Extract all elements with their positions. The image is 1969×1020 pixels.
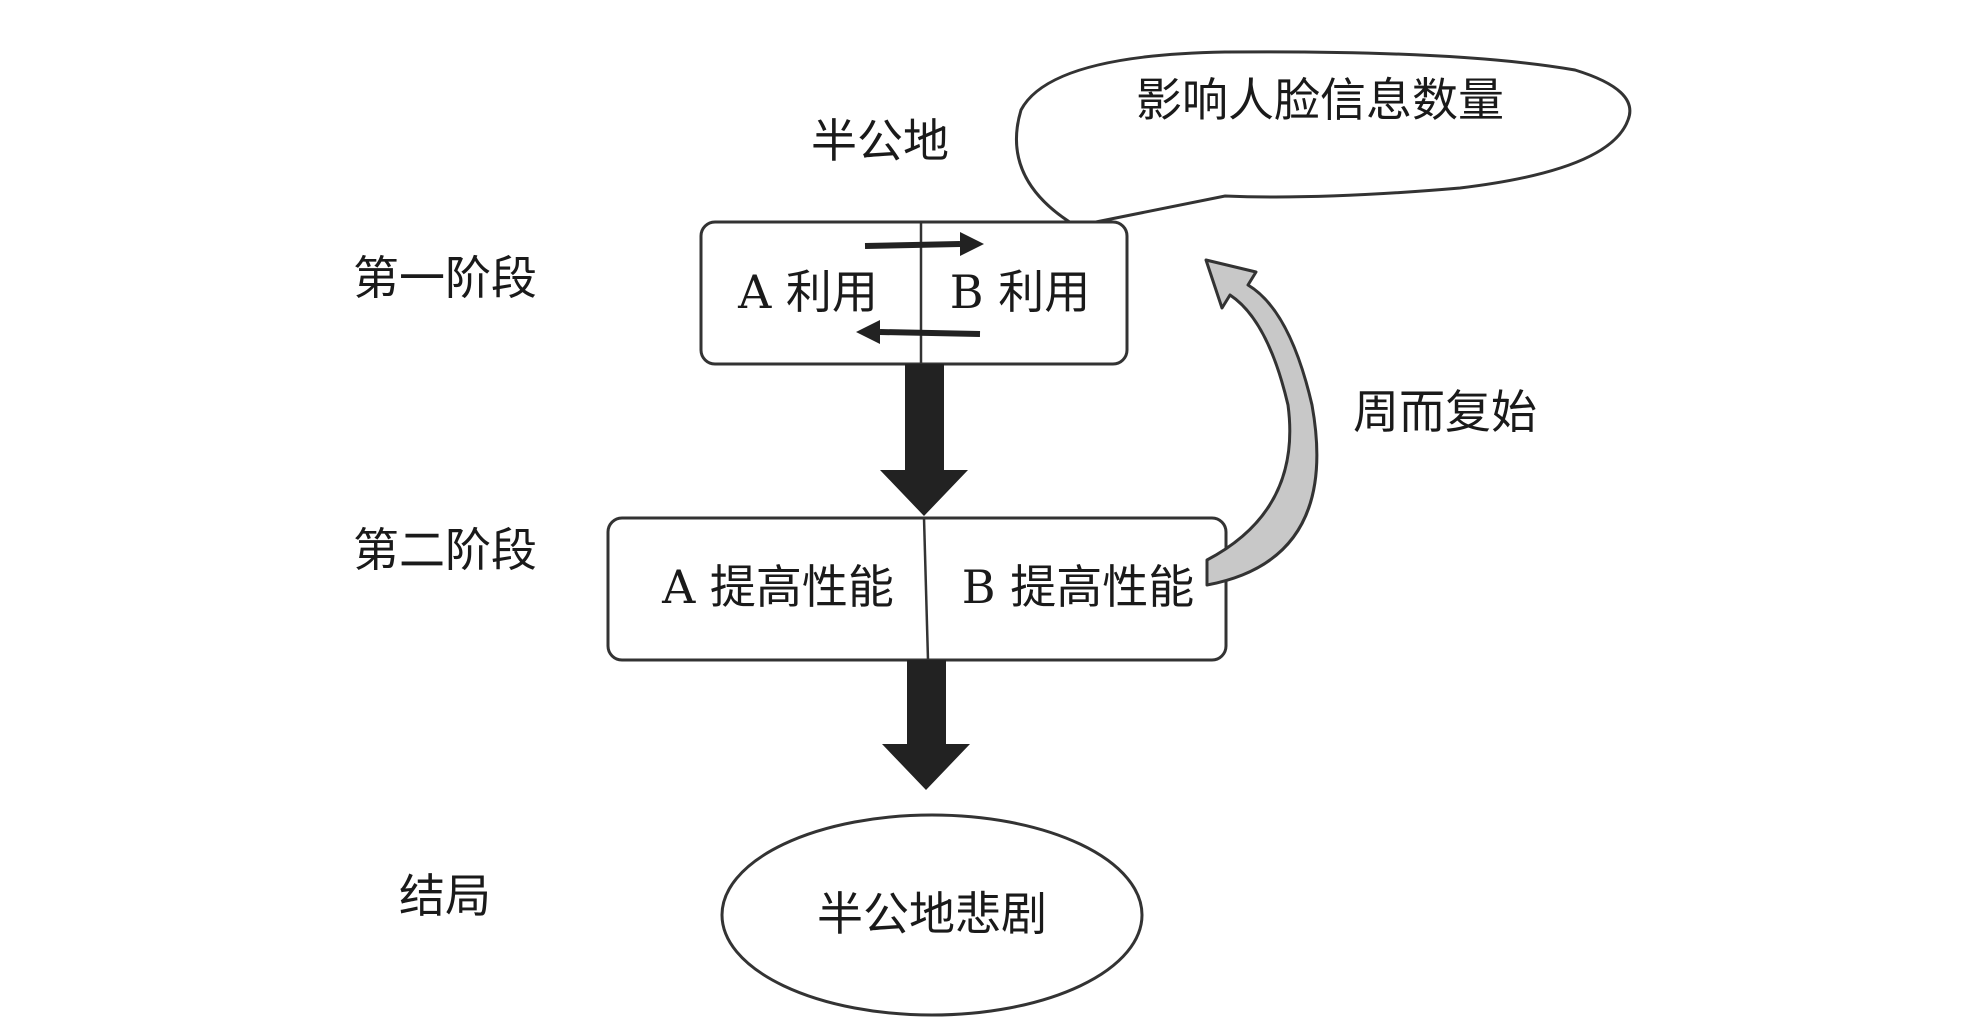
callout-text: 影响人脸信息数量 xyxy=(1136,73,1504,127)
stage2-right-text: B 提高性能 xyxy=(962,560,1194,614)
top-label: 半公地 xyxy=(811,114,949,168)
stage1-label: 第一阶段 xyxy=(353,251,537,305)
cycle-arrow xyxy=(1204,258,1319,587)
stage2-label: 第二阶段 xyxy=(353,523,537,577)
outcome-text: 半公地悲剧 xyxy=(817,887,1047,941)
exchange-arrow-left xyxy=(856,320,981,344)
outcome-ellipse xyxy=(720,813,1144,1017)
flow-arrow-2 xyxy=(882,660,970,790)
cycle-label: 周而复始 xyxy=(1353,385,1537,439)
callout-bubble xyxy=(1014,50,1632,228)
stage1-right-text: B 利用 xyxy=(950,265,1090,319)
stage1-left-text: A 利用 xyxy=(737,265,878,319)
outcome-label: 结局 xyxy=(399,869,491,923)
stage2-divider xyxy=(922,517,930,661)
stage2-left-text: A 提高性能 xyxy=(661,560,894,614)
flow-arrow-1 xyxy=(880,364,968,516)
exchange-arrow-right xyxy=(864,232,984,256)
